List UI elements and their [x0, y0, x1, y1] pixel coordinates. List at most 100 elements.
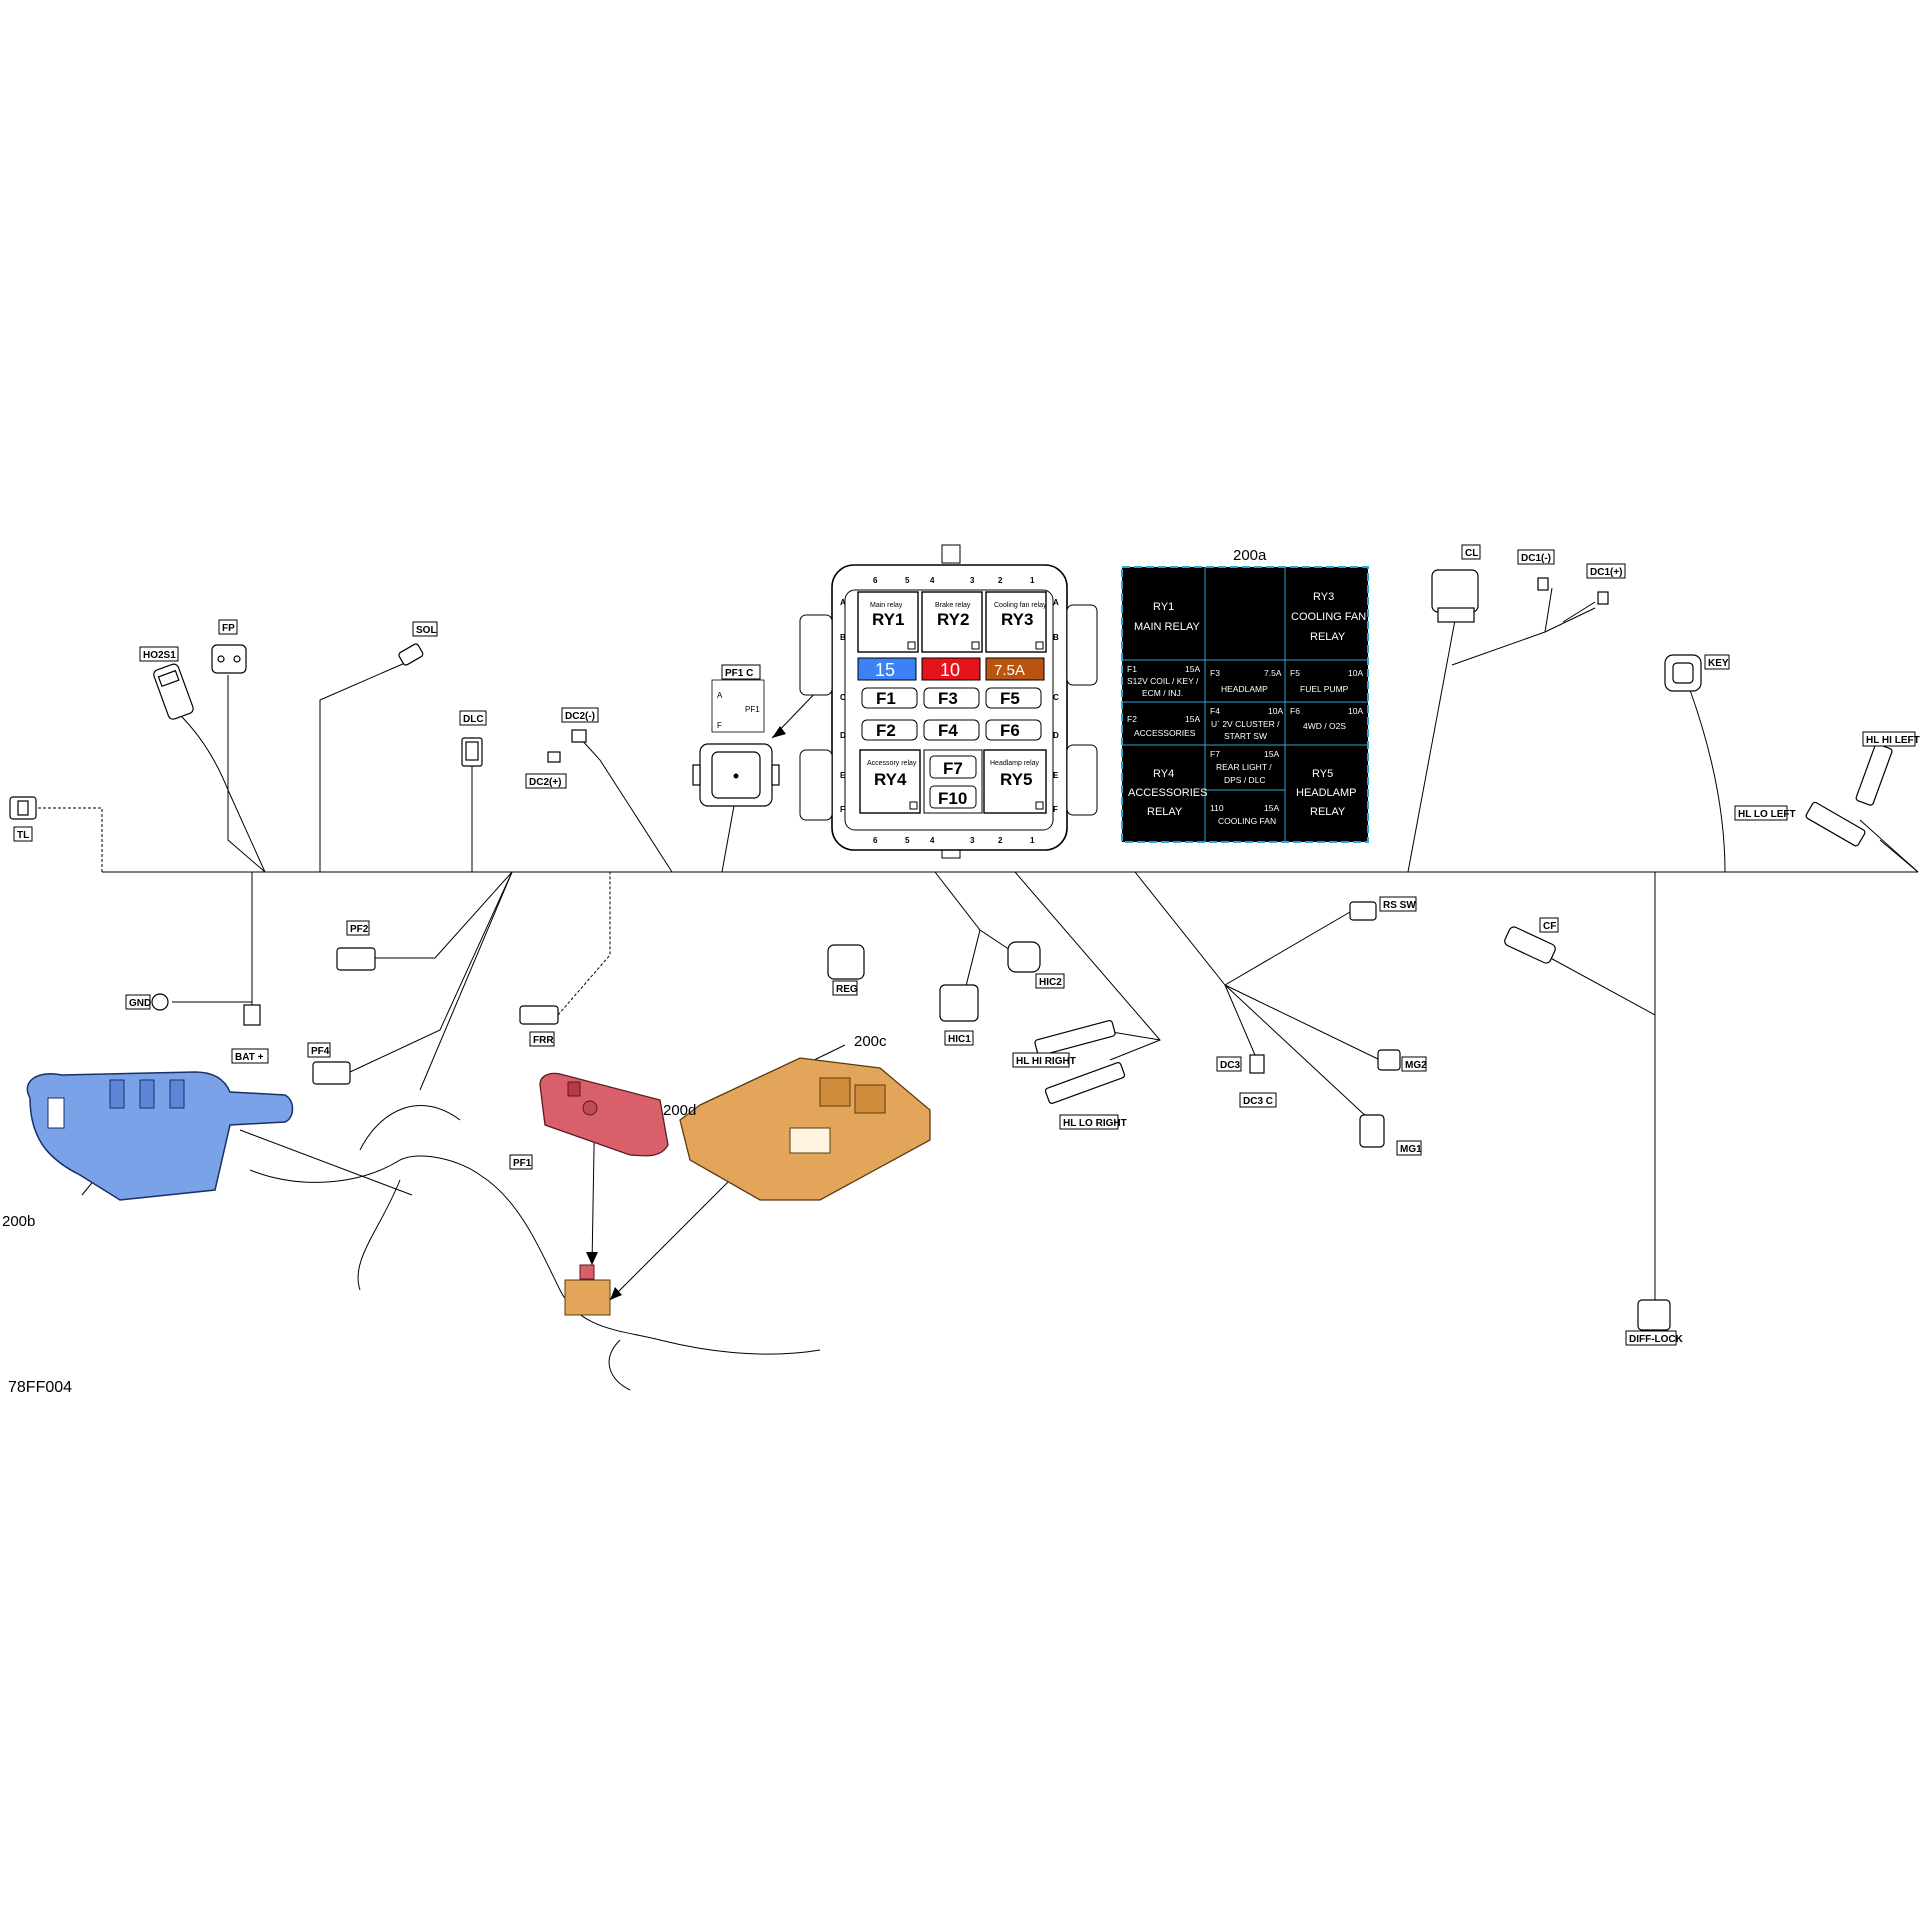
- label-rs-sw: RS SW: [1379, 896, 1417, 912]
- relay-id: RY5: [1000, 770, 1032, 789]
- legend-f5-amp: 10A: [1348, 668, 1363, 678]
- label-diff-lock: DIFF-LOCK: [1625, 1330, 1684, 1346]
- svg-text:KEY: KEY: [1708, 658, 1729, 669]
- row-label: F: [840, 805, 845, 814]
- fuse-f7-f10: F7 F10: [923, 749, 983, 814]
- fuse-label: F4: [938, 721, 958, 740]
- connector-icon: [336, 947, 376, 971]
- fuse-box: 6 5 4 3 2 1 6 5 4 3 2 1 A B C D E F A B …: [799, 544, 1098, 859]
- label-hic2: HIC2: [1035, 973, 1065, 989]
- connector-icon: [1855, 743, 1893, 806]
- connector-icon: [1537, 577, 1549, 591]
- svg-text:TL: TL: [17, 830, 29, 841]
- label-pf1: PF1: [509, 1154, 533, 1170]
- callout-200b: 200b: [2, 1213, 35, 1230]
- connector-icon: [1349, 901, 1377, 921]
- legend-ry4-line: RELAY: [1147, 806, 1183, 818]
- legend-f3-id: F3: [1210, 668, 1220, 678]
- svg-text:F: F: [717, 721, 722, 730]
- legend-ry5-line: RELAY: [1310, 806, 1346, 818]
- legend-f10-amp: 15A: [1264, 803, 1279, 813]
- column-label: 5: [905, 836, 910, 845]
- relay-caption: Accessory relay: [867, 760, 917, 767]
- connector-icon: [1805, 801, 1866, 847]
- svg-text:BAT +: BAT +: [235, 1052, 264, 1063]
- connector-sketches: A F PF1: [9, 569, 1893, 1331]
- fusebox-column-labels: 6 5 4 3 2 1 6 5 4 3 2 1: [873, 576, 1035, 845]
- relay-ry1: Main relay RY1: [857, 591, 919, 653]
- label-dlc: DLC: [459, 710, 487, 726]
- label-hl-hi-left: HL HI LEFT: [1862, 731, 1920, 747]
- label-hl-hi-right: HL HI RIGHT: [1012, 1052, 1076, 1068]
- svg-text:GND: GND: [129, 998, 151, 1009]
- fuse-legend-200a: 200a RY1 MAIN RELAY RY3 COOLING FAN RELA…: [1121, 547, 1369, 843]
- connector-icon: [1637, 1299, 1671, 1331]
- fuse-label: F7: [943, 759, 963, 778]
- label-frr: FRR: [529, 1031, 555, 1047]
- fuse-slots: F1 F3 F5 F2 F4 F6: [861, 687, 1042, 741]
- legend-ry1-line: MAIN RELAY: [1134, 621, 1200, 633]
- legend-ry3-line: RELAY: [1310, 631, 1346, 643]
- relay-ry3: Cooling fan relay RY3: [985, 591, 1047, 653]
- svg-text:DLC: DLC: [463, 714, 484, 725]
- connector-icon: [1359, 1114, 1385, 1148]
- ring-terminal-icon: [151, 993, 169, 1011]
- column-label: 5: [905, 576, 910, 585]
- legend-f7-amp: 15A: [1264, 749, 1279, 759]
- column-label: 4: [930, 836, 935, 845]
- label-pf2: PF2: [346, 920, 370, 936]
- legend-ry5-line: RY5: [1312, 768, 1333, 780]
- relay-id: RY1: [872, 610, 904, 629]
- connector-icon: [1431, 569, 1479, 613]
- svg-text:DC3: DC3: [1220, 1060, 1240, 1071]
- legend-f10-id: 110: [1210, 803, 1224, 813]
- relay-ry5: Headlamp relay RY5: [983, 749, 1047, 814]
- fuse-label: F3: [938, 689, 958, 708]
- fuse-label: F6: [1000, 721, 1020, 740]
- label-hl-lo-right: HL LO RIGHT: [1059, 1114, 1127, 1130]
- svg-text:CL: CL: [1465, 548, 1478, 559]
- column-label: 2: [998, 576, 1003, 585]
- svg-text:PF2: PF2: [350, 924, 369, 935]
- legend-f7-desc: DPS / DLC: [1224, 775, 1266, 785]
- column-label: 6: [873, 836, 878, 845]
- spare-fuse-value: 10: [940, 660, 960, 680]
- row-label: C: [1053, 693, 1059, 702]
- svg-text:HL LO LEFT: HL LO LEFT: [1738, 809, 1796, 820]
- label-dc3: DC3: [1216, 1056, 1242, 1072]
- connector-icon: [1034, 1019, 1116, 1057]
- row-label: D: [1053, 731, 1059, 740]
- connector-icon: [1377, 1049, 1401, 1071]
- part-200d-cover: [539, 1072, 669, 1157]
- svg-text:HIC1: HIC1: [948, 1034, 971, 1045]
- spare-fuse: [921, 657, 981, 681]
- legend-ry3-line: RY3: [1313, 591, 1334, 603]
- legend-f4-id: F4: [1210, 706, 1220, 716]
- svg-text:HL LO RIGHT: HL LO RIGHT: [1063, 1118, 1127, 1129]
- part-200c-tray: [679, 1057, 931, 1201]
- row-label: E: [1053, 771, 1059, 780]
- row-label: B: [840, 633, 846, 642]
- relay-caption: Main relay: [870, 602, 903, 609]
- legend-ry3-line: COOLING FAN: [1291, 611, 1366, 623]
- legend-f2-desc: ACCESSORIES: [1134, 728, 1196, 738]
- connector-icon: [1249, 1054, 1265, 1074]
- label-mg2: MG2: [1401, 1056, 1427, 1072]
- harness-wires: [38, 587, 1919, 1305]
- connector-icon: [211, 644, 247, 674]
- relay-ry2: Brake relay RY2: [921, 591, 983, 653]
- row-label: F: [1053, 805, 1058, 814]
- spare-fuses: 15 10 7.5A: [857, 657, 1045, 681]
- legend-f5-id: F5: [1290, 668, 1300, 678]
- svg-text:HL HI RIGHT: HL HI RIGHT: [1016, 1056, 1076, 1067]
- svg-text:FP: FP: [222, 623, 235, 634]
- svg-text:FRR: FRR: [533, 1035, 554, 1046]
- svg-text:CF: CF: [1543, 921, 1556, 932]
- legend-f1-id: F1: [1127, 664, 1137, 674]
- svg-text:A: A: [717, 691, 723, 700]
- legend-f1-desc: ECM / INJ.: [1142, 688, 1183, 698]
- row-label: A: [1053, 598, 1059, 607]
- label-pf1c: PF1 C: [721, 664, 761, 680]
- connector-icon: [1007, 941, 1041, 973]
- connector-icon: [1504, 926, 1556, 964]
